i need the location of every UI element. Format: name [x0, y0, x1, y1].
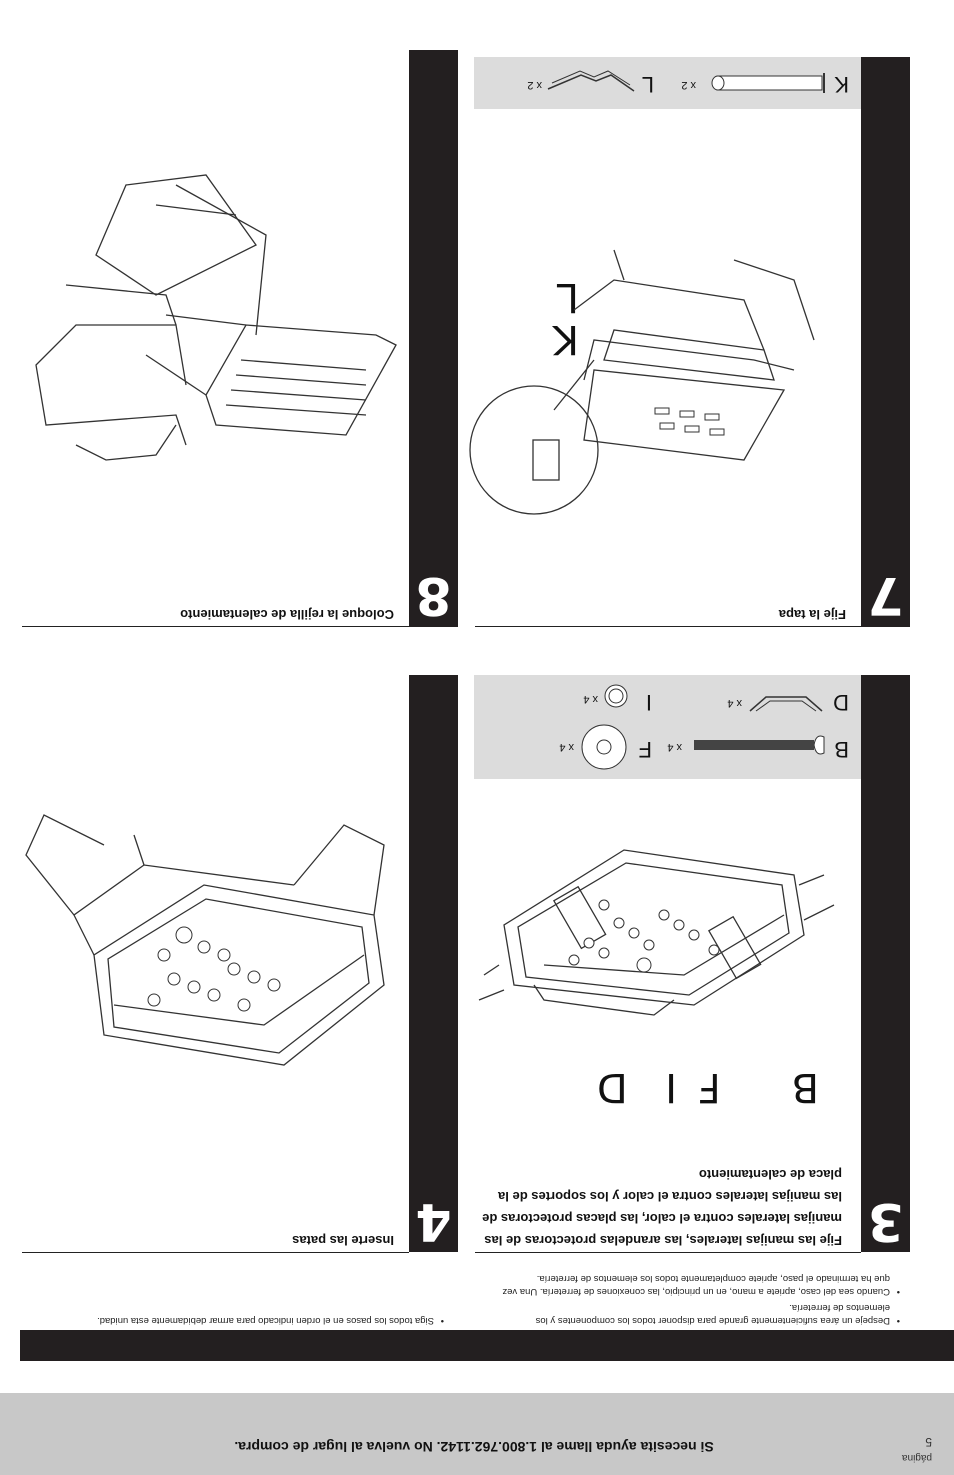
callout-d: D: [592, 1064, 628, 1110]
part-qty-k: x 2: [681, 79, 696, 91]
step-8-illustration: [35, 174, 397, 461]
intro-bullet: Despeje un área suficientemente grande p…: [500, 1301, 900, 1327]
pin-icon: [711, 73, 825, 93]
part-letter-l: L: [641, 72, 654, 97]
part-qty-d: x 4: [727, 697, 742, 709]
callout-f: F: [693, 1064, 721, 1110]
step-7-number: 7: [867, 565, 904, 625]
step-3-callouts: B F I D: [593, 1064, 819, 1110]
washer-icon: [581, 724, 627, 770]
small-washer-icon: [604, 684, 628, 708]
intro-right-bullets: Siga todos los pasos en el orden indicad…: [24, 1311, 444, 1327]
part-letter-k: K: [834, 72, 849, 97]
bolt-icon: [694, 735, 825, 755]
part-qty-f: x 4: [559, 741, 574, 753]
step-4-illustration: [25, 814, 385, 1066]
header-bar: [20, 1330, 954, 1361]
part-letter-f: F: [638, 737, 652, 762]
callout-i: I: [661, 1064, 677, 1110]
step-7-illustration: [469, 249, 815, 515]
step-8-title: Coloque la rejilla de calentamiento: [180, 607, 394, 622]
clip-icon: [547, 70, 635, 92]
part-qty-l: x 2: [527, 79, 542, 91]
step-8-rule: [22, 626, 409, 627]
step-3-title: Fije las manijas laterales, las arandela…: [482, 1167, 842, 1248]
step-3-rule: [475, 1252, 861, 1253]
footer-page-label: página: [901, 1452, 932, 1463]
step-4-number-column: [409, 675, 458, 1252]
part-qty-b: x 4: [667, 741, 682, 753]
intro-bullet: Siga todos los pasos en el orden indicad…: [24, 1314, 444, 1327]
part-letter-d: D: [833, 690, 849, 715]
step-4-title: Inserte las patas: [292, 1233, 394, 1248]
step-8-number: 8: [415, 565, 452, 625]
intro-left-bullets: Despeje un área suficientemente grande p…: [500, 1269, 900, 1327]
step-3-number-column: [861, 675, 910, 1252]
step-8-number-column: [409, 50, 458, 627]
footer-bar: [0, 1393, 954, 1475]
footer-help-text: Si necesita ayuda llame al 1.800.762.114…: [234, 1439, 714, 1455]
step-7-number-column: [861, 57, 910, 627]
part-qty-i: x 4: [583, 693, 598, 705]
part-letter-b: B: [834, 737, 849, 762]
step-3-number: 3: [867, 1191, 904, 1251]
part-letter-i: I: [645, 690, 652, 715]
step-3-illustration: [478, 849, 835, 1016]
bracket-icon: [749, 696, 823, 712]
footer-page-number: 5: [925, 1435, 932, 1449]
step-4-number: 4: [415, 1191, 452, 1251]
callout-b: B: [787, 1064, 819, 1110]
step-4-rule: [22, 1252, 409, 1253]
step-7-title: Fije la tapa: [778, 607, 846, 622]
step-7-rule: [475, 626, 861, 627]
intro-bullet: Cuando sea del caso, apriete a mano, en …: [500, 1272, 900, 1298]
